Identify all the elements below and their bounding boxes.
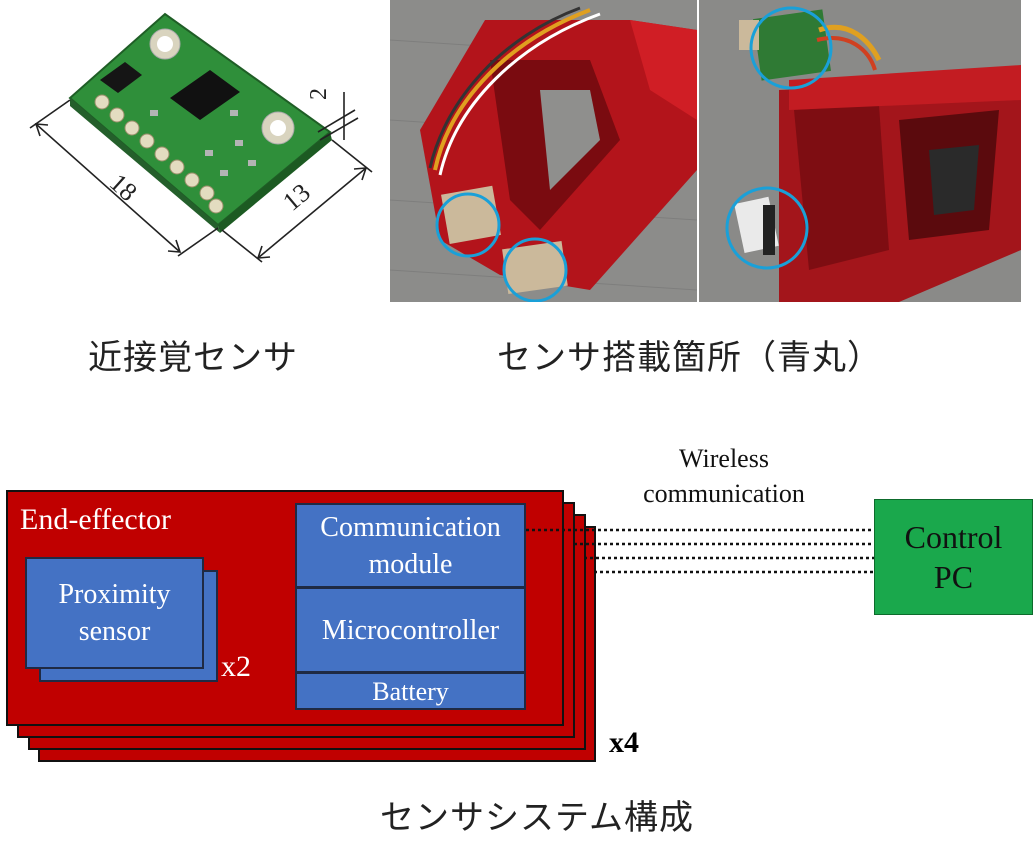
control-pc-line1: Control [904, 519, 1003, 555]
mount-photo-right [699, 0, 1021, 302]
sensor-board-image [68, 12, 332, 233]
caption-proximity-sensor: 近接覚センサ [88, 338, 298, 378]
sensor-board-figure: 18 13 2 [29, 12, 373, 263]
sensor-count-label: x2 [221, 650, 251, 683]
dimension-width: 13 [277, 178, 316, 217]
wireless-label-line1: Wireless [679, 444, 769, 473]
wireless-label-line2: communication [643, 479, 805, 508]
microcontroller-box: Microcontroller [295, 587, 526, 673]
wireless-links [526, 528, 878, 574]
dimension-length: 18 [104, 168, 143, 207]
effector-count-label: x4 [609, 726, 639, 759]
caption-sensor-system-configuration: センサシステム構成 [380, 798, 694, 838]
proximity-sensor-box: Proximity sensor [25, 557, 204, 669]
communication-module-line2: module [368, 548, 453, 580]
wireless-communication-label: Wireless communication [600, 441, 848, 511]
end-effector-label: End-effector [20, 503, 172, 536]
control-pc-box: Control PC [874, 499, 1033, 615]
control-pc-line2: PC [933, 559, 974, 595]
dimension-thickness: 2 [306, 88, 332, 100]
dimension-lines [29, 92, 373, 263]
battery-box: Battery [295, 672, 526, 710]
proximity-sensor-label-line2: sensor [78, 616, 151, 647]
caption-sensor-mount-locations: センサ搭載箇所（青丸） [497, 338, 882, 378]
communication-module-box: Communication module [295, 503, 526, 588]
communication-module-line1: Communication [320, 511, 501, 543]
proximity-sensor-label-line1: Proximity [58, 579, 171, 610]
mount-photo-left [390, 0, 697, 302]
